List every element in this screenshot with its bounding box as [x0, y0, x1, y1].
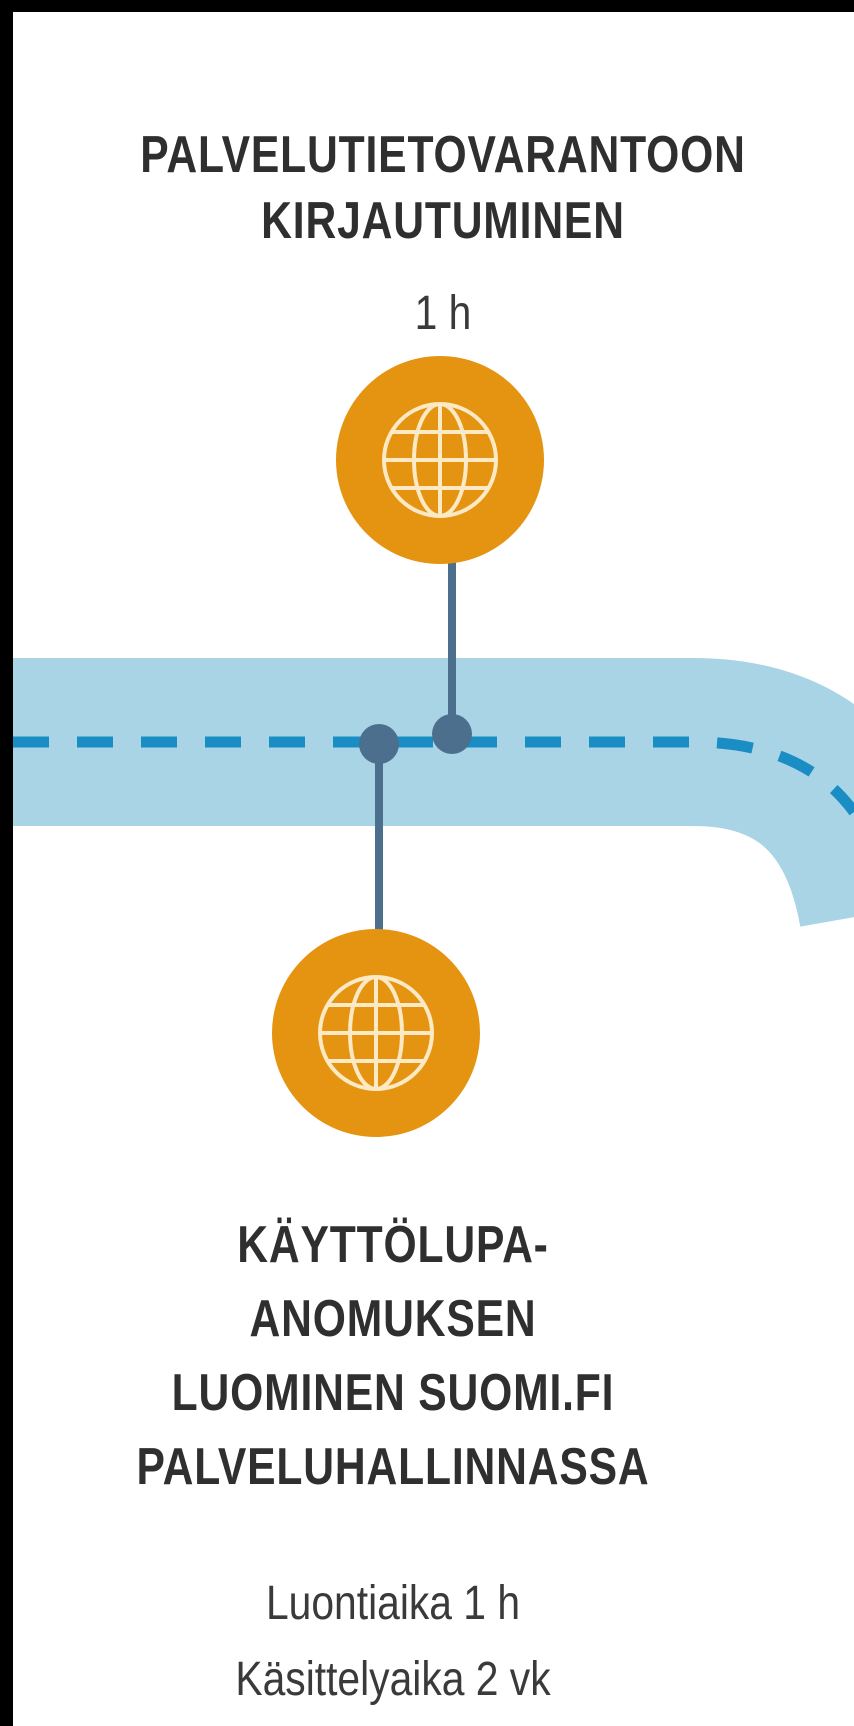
login-globe-icon [336, 356, 544, 564]
login-connector-dot [432, 714, 472, 754]
permit-connector-dot [359, 724, 399, 764]
permit-title-line-3: LUOMINEN SUOMI.FI [171, 1364, 615, 1422]
permit-globe-icon [272, 929, 480, 1137]
login-step-title: PALVELUTIETOVARANTOON KIRJAUTUMINEN [107, 122, 779, 254]
permit-title-line-2: ANOMUKSEN [249, 1290, 537, 1348]
route-dashed-line [13, 736, 854, 816]
permit-step-durations: Luontiaika 1 h Käsittelyaika 2 vk [53, 1566, 733, 1718]
login-title-line-2: KIRJAUTUMINEN [261, 192, 625, 250]
permit-creation-time: Luontiaika 1 h [265, 1577, 521, 1630]
permit-title-line-1: KÄYTTÖLUPA- [237, 1216, 549, 1274]
permit-title-line-4: PALVELUHALLINNASSA [136, 1438, 650, 1496]
process-path-diagram [13, 356, 854, 1137]
diagram-frame: PALVELUTIETOVARANTOON KIRJAUTUMINEN 1 h … [13, 12, 854, 1726]
login-title-line-1: PALVELUTIETOVARANTOON [140, 126, 746, 184]
login-duration-line: 1 h [414, 287, 472, 340]
path-band-curve [690, 658, 854, 929]
permit-processing-time: Käsittelyaika 2 vk [235, 1653, 551, 1706]
permit-step-title: KÄYTTÖLUPA- ANOMUKSEN LUOMINEN SUOMI.FI … [65, 1208, 721, 1504]
login-step-duration: 1 h [95, 282, 792, 346]
